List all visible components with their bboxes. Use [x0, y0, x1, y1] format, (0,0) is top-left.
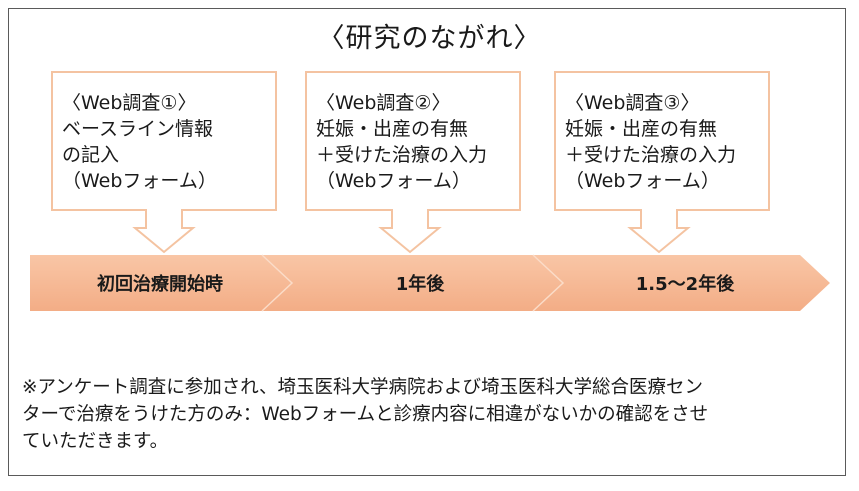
stage-label-1-year: 1年後	[395, 274, 445, 295]
callout-1-line-2: ベースライン情報	[62, 118, 214, 140]
stage-label-initial: 初回治療開始時	[97, 274, 223, 295]
callout-3-line-1: 〈Web調査③〉	[565, 92, 700, 114]
callout-web-survey-3: 〈Web調査③〉 妊娠・出産の有無 ＋受けた治療の入力 （Webフォーム）	[553, 70, 773, 255]
callout-2-line-3: ＋受けた治療の入力	[316, 144, 488, 166]
callout-2-line-2: 妊娠・出産の有無	[316, 118, 469, 140]
callout-3-line-3: ＋受けた治療の入力	[565, 144, 737, 166]
callout-3-line-2: 妊娠・出産の有無	[565, 118, 718, 140]
footnote-line-3: ていただきます。	[22, 431, 169, 452]
stage-label-1-5-2-years: 1.5〜2年後	[635, 274, 735, 295]
footnote-line-1: ※アンケート調査に参加され、埼玉医科大学病院および埼玉医科大学総合医療セン	[22, 377, 703, 398]
footnote-line-2: ターで治療をうけた方のみ：Webフォームと診療内容に相違がないかの確認をさせ	[22, 404, 709, 425]
callout-1-line-3: の記入	[62, 144, 120, 166]
footnote: ※アンケート調査に参加され、埼玉医科大学病院および埼玉医科大学総合医療セン ター…	[22, 374, 832, 455]
callout-web-survey-2: 〈Web調査②〉 妊娠・出産の有無 ＋受けた治療の入力 （Webフォーム）	[304, 70, 524, 255]
callout-3-text: 〈Web調査③〉 妊娠・出産の有無 ＋受けた治療の入力 （Webフォーム）	[565, 90, 736, 194]
callout-1-text: 〈Web調査①〉 ベースライン情報 の記入 （Webフォーム）	[62, 90, 217, 194]
callout-2-line-4: （Webフォーム）	[316, 170, 471, 192]
diagram-title: 〈研究のながれ〉	[317, 23, 542, 54]
callout-2-line-1: 〈Web調査②〉	[316, 92, 451, 114]
callout-3-line-4: （Webフォーム）	[565, 170, 720, 192]
callout-1-line-1: 〈Web調査①〉	[62, 92, 197, 114]
callout-2-text: 〈Web調査②〉 妊娠・出産の有無 ＋受けた治療の入力 （Webフォーム）	[316, 90, 487, 194]
callout-1-line-4: （Webフォーム）	[62, 170, 217, 192]
callout-web-survey-1: 〈Web調査①〉 ベースライン情報 の記入 （Webフォーム）	[50, 70, 280, 255]
